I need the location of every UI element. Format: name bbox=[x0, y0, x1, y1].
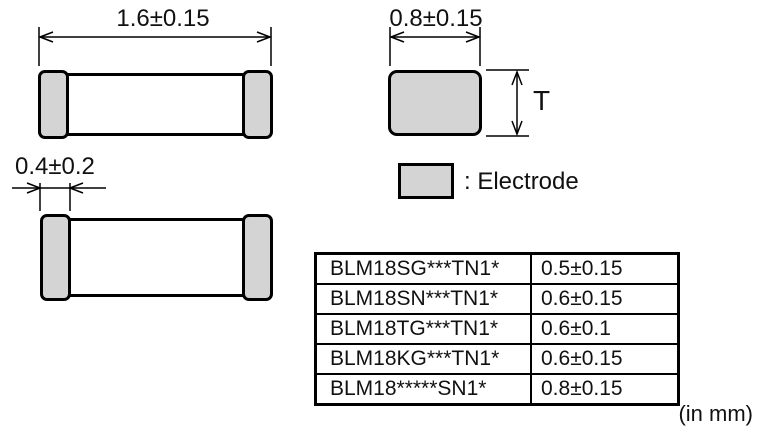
thickness-cell: 0.6±0.15 bbox=[530, 343, 680, 375]
thickness-cell: 0.5±0.15 bbox=[530, 252, 680, 285]
table-row: BLM18KG***TN1* 0.6±0.15 bbox=[314, 343, 680, 375]
thickness-symbol-label: T bbox=[533, 85, 551, 116]
chip-side-view-right-electrode bbox=[242, 214, 273, 301]
table-row: BLM18*****SN1* 0.8±0.15 bbox=[314, 373, 680, 406]
thickness-cell: 0.6±0.15 bbox=[530, 283, 680, 315]
part-number-cell: BLM18TG***TN1* bbox=[314, 313, 532, 345]
table-row: BLM18SG***TN1* 0.5±0.15 bbox=[314, 252, 680, 285]
table-row: BLM18SN***TN1* 0.6±0.15 bbox=[314, 283, 680, 315]
electrode-width-dimension-label: 0.4±0.2 bbox=[15, 153, 95, 180]
thickness-cell: 0.6±0.1 bbox=[530, 313, 680, 345]
part-number-cell: BLM18KG***TN1* bbox=[314, 343, 532, 375]
electrode-legend-label: : Electrode bbox=[464, 168, 579, 195]
length-dimension-label: 1.6±0.15 bbox=[116, 5, 210, 32]
width-dimension-label: 0.8±0.15 bbox=[389, 5, 483, 32]
part-number-cell: BLM18SG***TN1* bbox=[314, 252, 532, 285]
chip-side-view-left-electrode bbox=[40, 214, 71, 301]
chip-side-view-body bbox=[53, 218, 259, 297]
part-number-cell: BLM18*****SN1* bbox=[314, 373, 532, 406]
chip-top-view-body bbox=[53, 73, 259, 136]
thickness-table: BLM18SG***TN1* 0.5±0.15 BLM18SN***TN1* 0… bbox=[314, 252, 680, 406]
part-number-cell: BLM18SN***TN1* bbox=[314, 283, 532, 315]
table-row: BLM18TG***TN1* 0.6±0.1 bbox=[314, 313, 680, 345]
thickness-cell: 0.8±0.15 bbox=[530, 373, 680, 406]
electrode-legend-swatch bbox=[398, 163, 454, 199]
chip-top-view-left-electrode bbox=[38, 70, 69, 139]
units-note: (in mm) bbox=[678, 401, 753, 426]
chip-end-view bbox=[388, 70, 482, 136]
chip-top-view-right-electrode bbox=[242, 70, 273, 139]
